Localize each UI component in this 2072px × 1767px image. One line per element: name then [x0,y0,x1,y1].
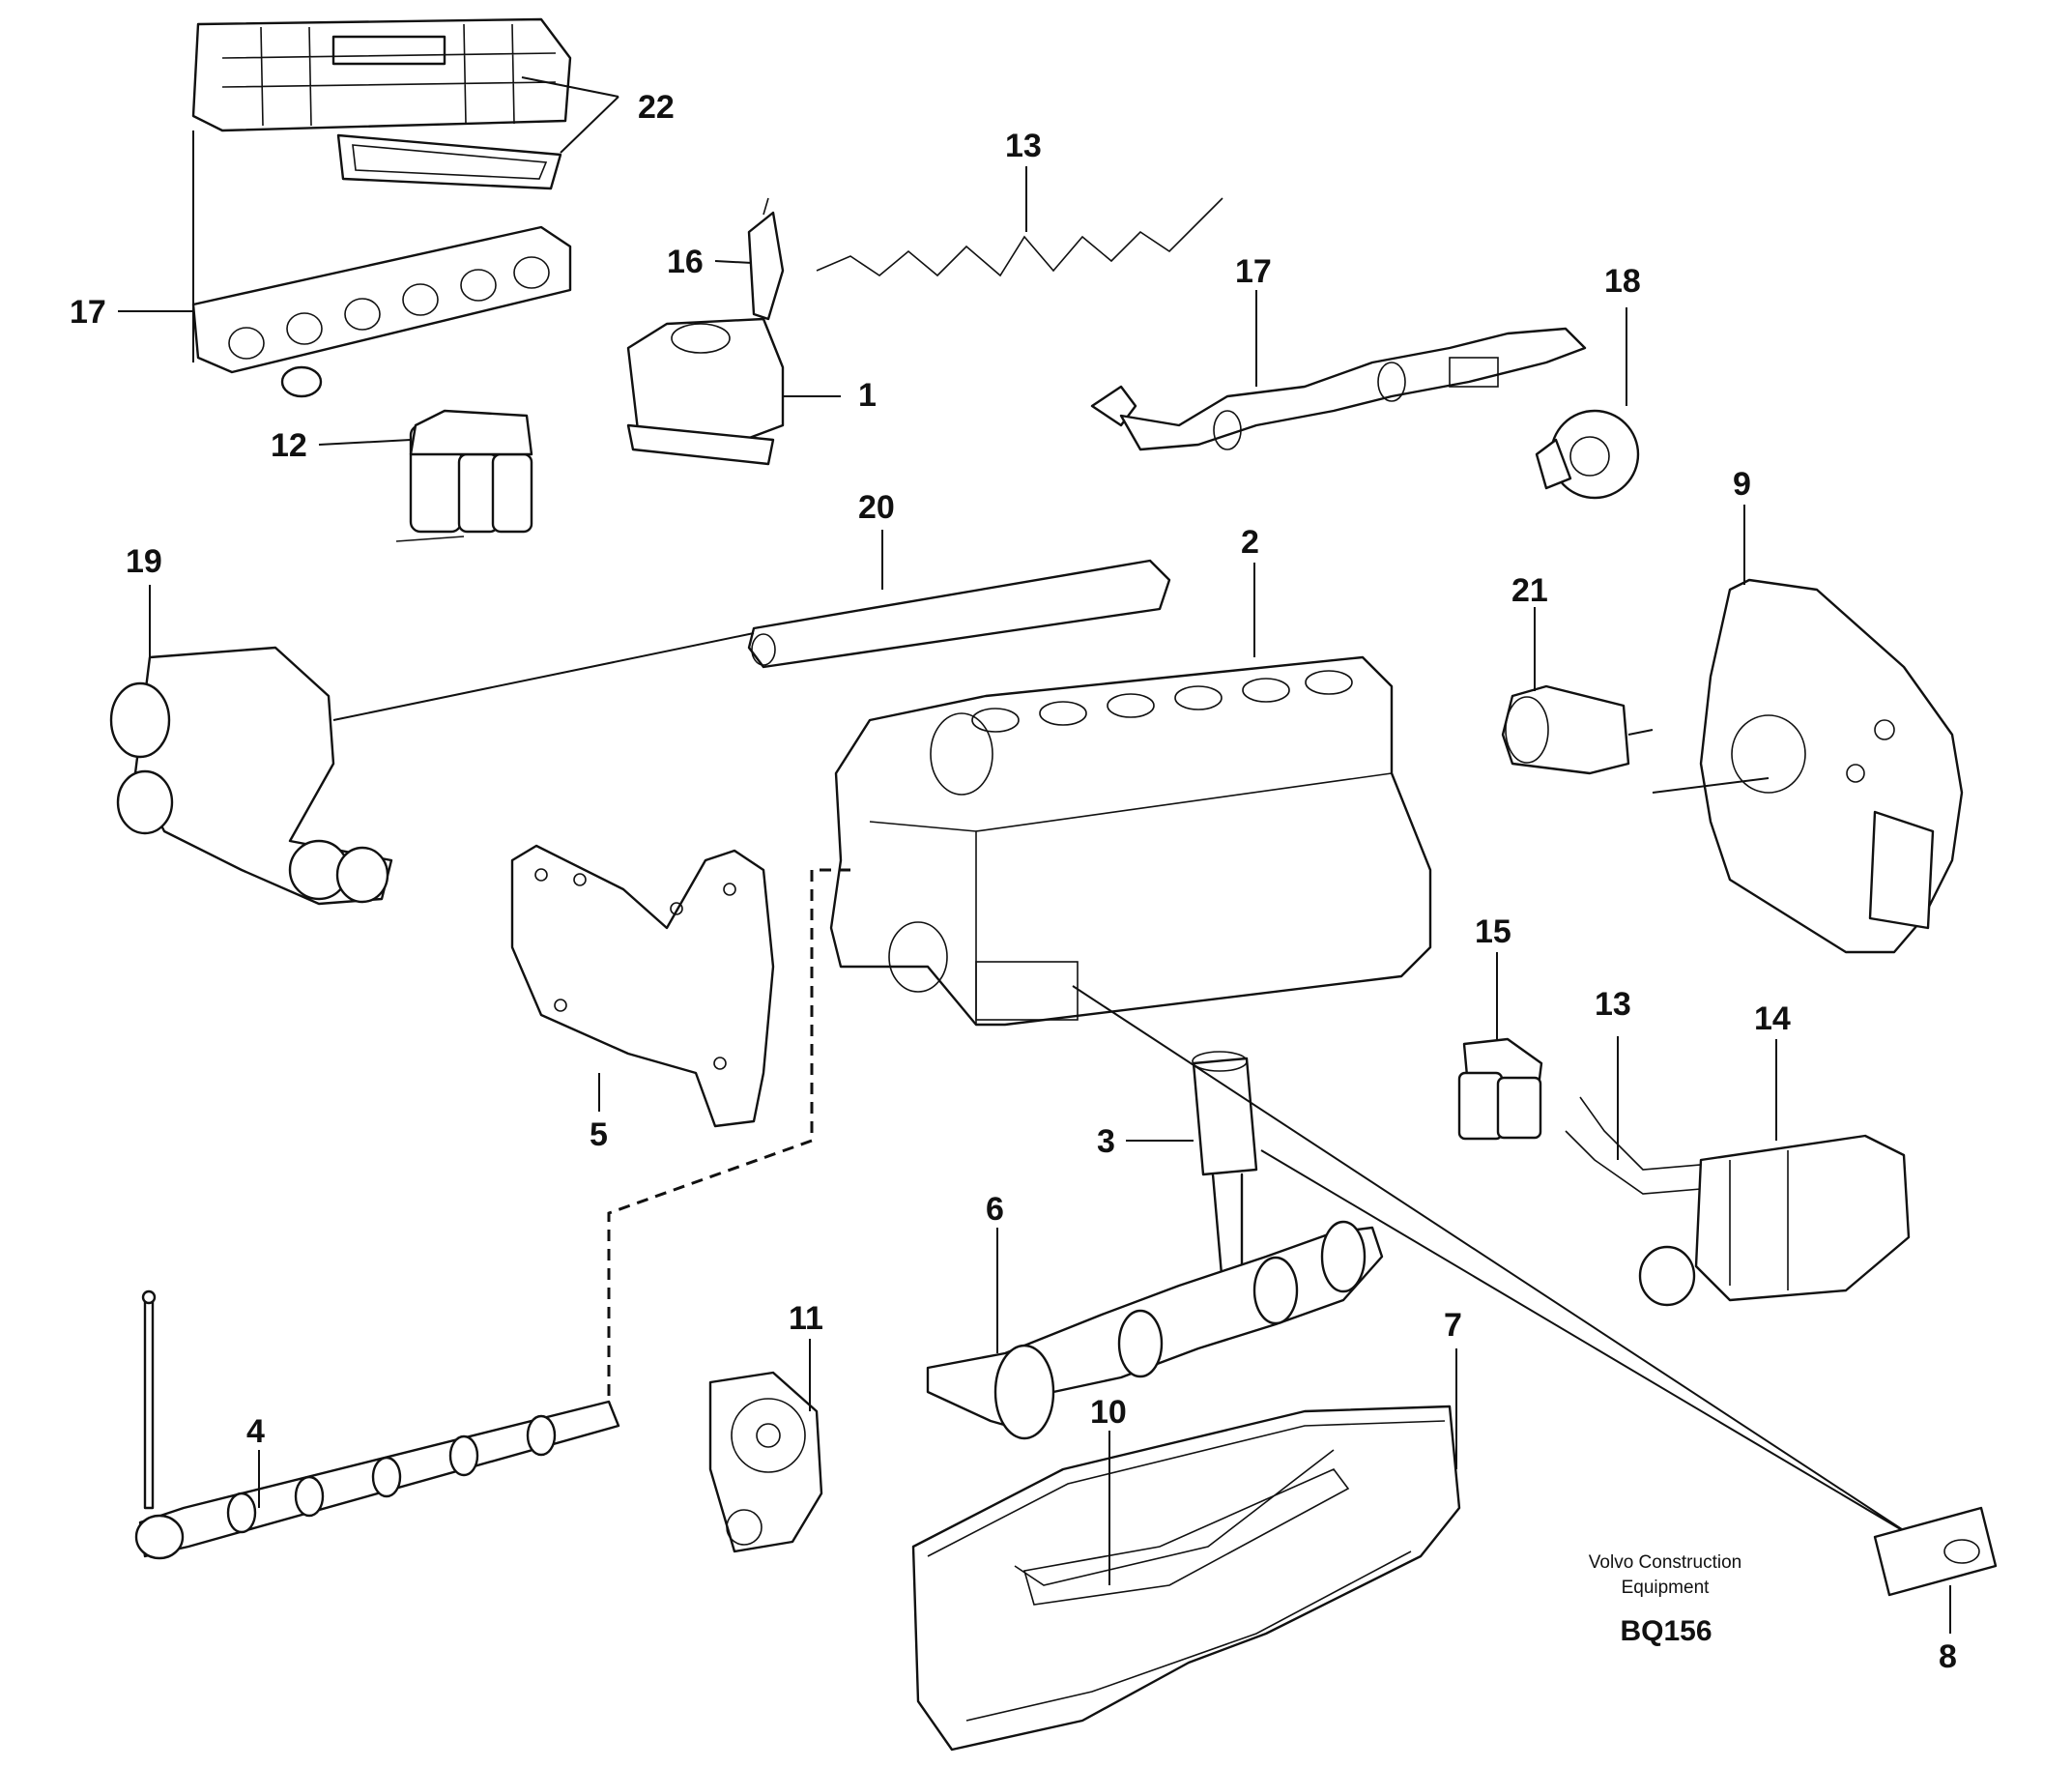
fuel-filter-part [1457,1037,1543,1141]
leader-22 [521,76,619,154]
drawing-code: BQ156 [1620,1615,1712,1647]
oil-strainer-part [1022,1468,1350,1606]
callout-13-top: 13 [1005,128,1042,164]
water-pump-part [109,646,393,906]
fuel-return-line-part [816,197,1223,277]
flywheel-housing-part [1699,578,1964,954]
callout-15: 15 [1475,913,1511,950]
camshaft-part [134,1289,620,1560]
oil-pump-part [708,1371,823,1553]
callout-21: 21 [1511,572,1548,609]
filter-assembly-part [395,409,533,542]
piston-part [1192,1051,1258,1288]
callout-17-left: 17 [70,294,106,331]
callout-18: 18 [1604,263,1641,300]
leader-19-to-20 [332,632,755,721]
callout-17-right: 17 [1235,253,1272,290]
leader-12 [318,439,412,446]
leader-21-line [1627,729,1654,736]
callout-3: 3 [1097,1123,1115,1160]
turbocharger-part [1535,409,1640,500]
injector-part [747,197,785,321]
callout-1: 1 [858,377,877,414]
cylinder-head-part [626,317,785,466]
injection-rail-part [747,559,1171,669]
callout-10: 10 [1090,1394,1127,1431]
callout-8: 8 [1939,1638,1957,1675]
callout-20: 20 [858,489,895,526]
exhaust-manifold-part [1090,327,1587,451]
valve-cover-part [191,17,572,190]
callout-2: 2 [1241,524,1259,561]
callout-9: 9 [1733,466,1751,503]
caption-line-1: Volvo Construction [1589,1552,1741,1573]
callout-13-right: 13 [1595,986,1631,1023]
callout-16: 16 [667,244,704,280]
oil-sump-part [911,1405,1461,1752]
injection-pump-part [1638,1134,1911,1307]
callout-12: 12 [271,427,307,464]
callout-5: 5 [590,1116,608,1153]
inlet-manifold-part [191,225,572,398]
starter-motor-part [1501,684,1630,775]
crankshaft-part [926,1220,1384,1440]
callout-4: 4 [246,1413,265,1450]
leader-3-to-8 [1072,985,1914,1538]
mounting-bracket-part [1873,1506,1998,1597]
callout-22: 22 [638,89,675,126]
callout-6: 6 [986,1191,1004,1228]
caption-line-2: Equipment [1622,1578,1711,1598]
callout-7: 7 [1444,1307,1462,1344]
cylinder-block-part [829,655,1432,1027]
timing-cover-part [510,844,775,1128]
callout-11: 11 [789,1300,823,1337]
callout-19: 19 [126,543,162,580]
callout-14: 14 [1754,1000,1791,1037]
leader-9-line [1652,777,1770,794]
leader-16 [714,260,753,264]
camshaft-alignment-line [607,868,850,1411]
